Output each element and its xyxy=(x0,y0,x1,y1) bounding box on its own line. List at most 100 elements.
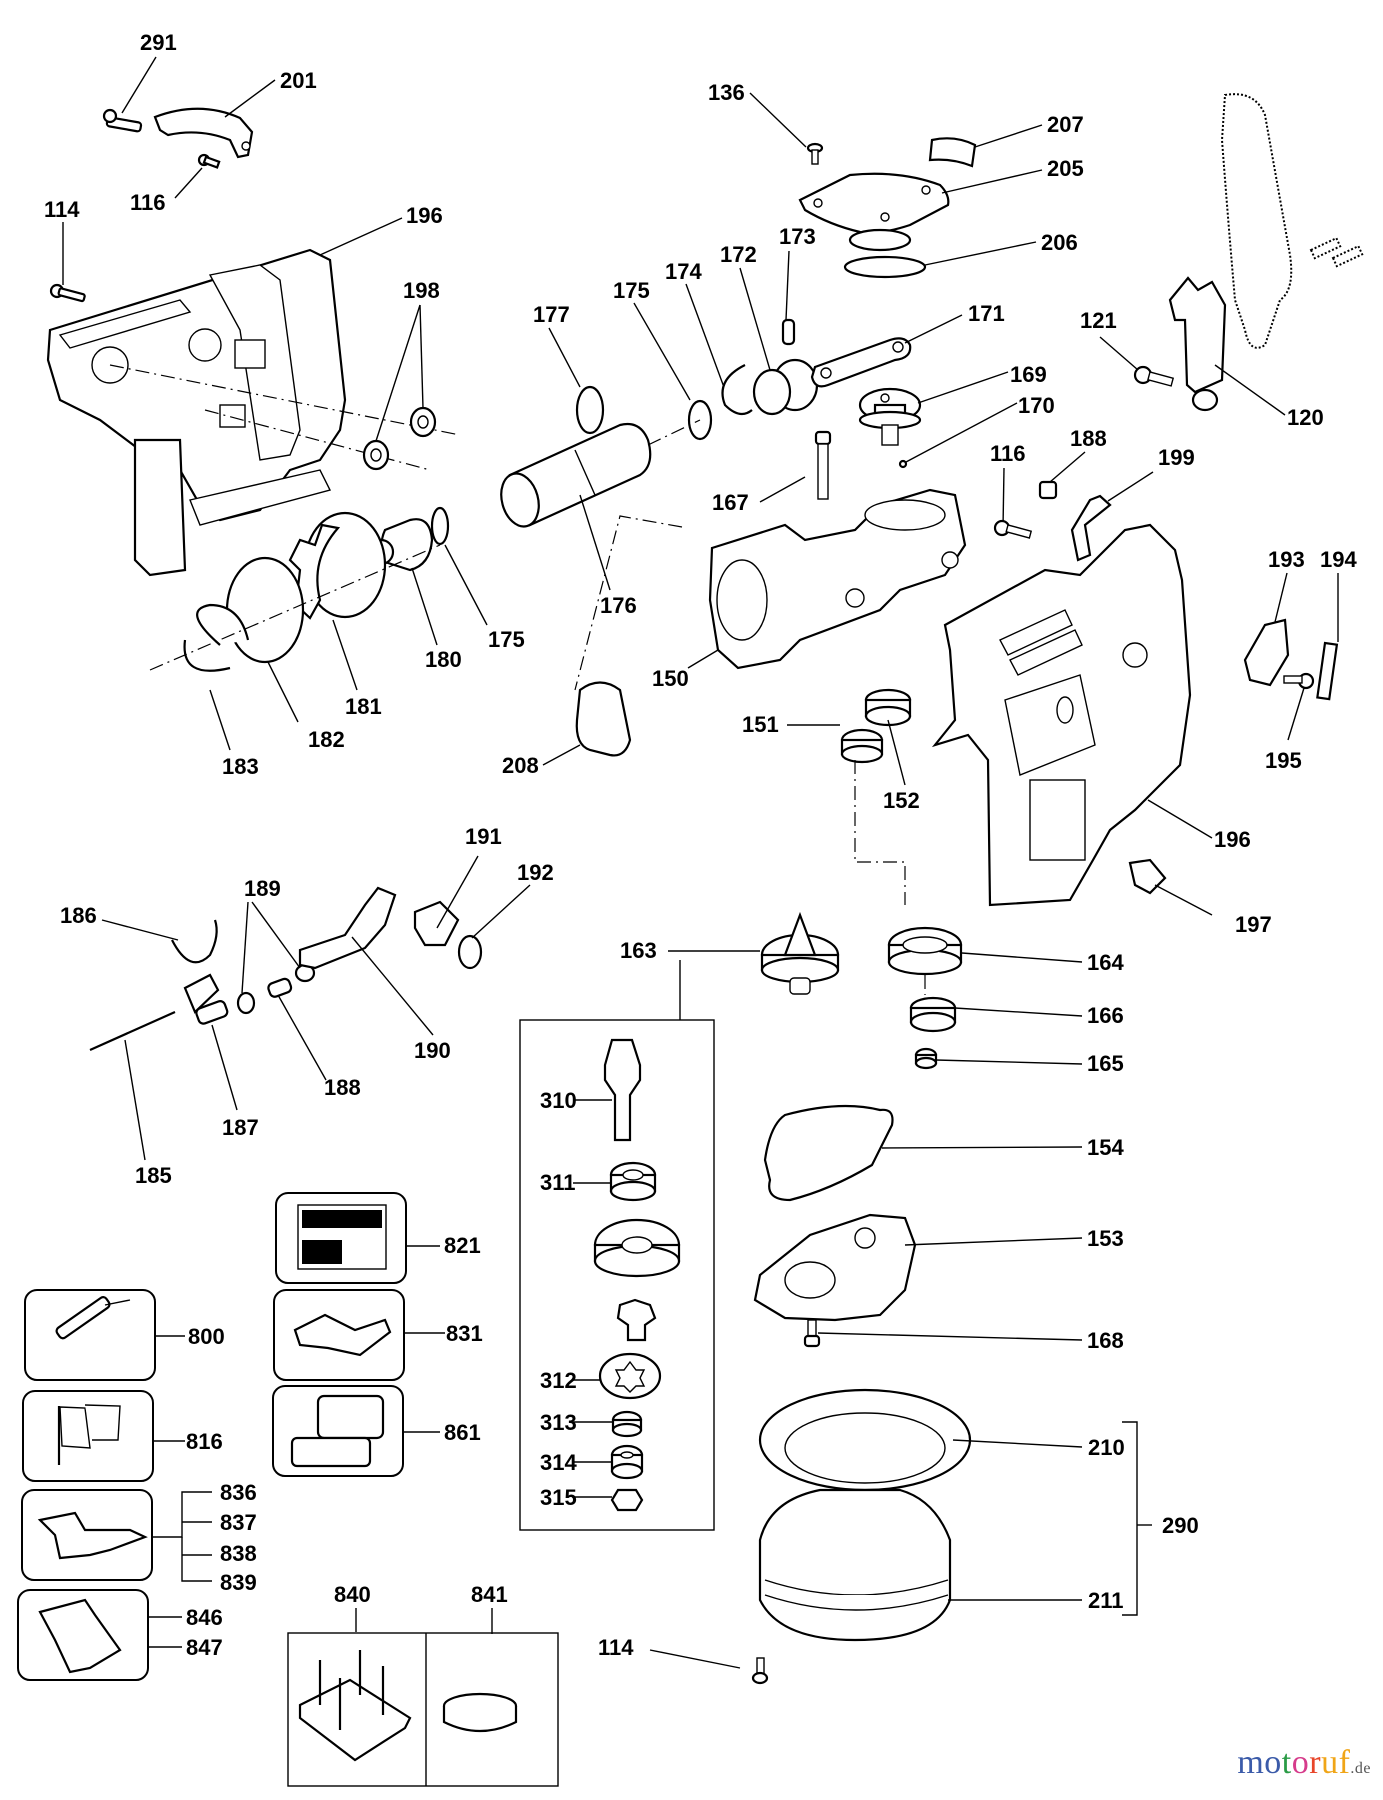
label-116-mid: 116 xyxy=(990,441,1026,466)
label-154: 154 xyxy=(1087,1135,1124,1160)
part-sub-clutch xyxy=(616,1298,657,1342)
label-310: 310 xyxy=(540,1088,577,1113)
label-175-lower: 175 xyxy=(488,627,525,652)
label-210: 210 xyxy=(1088,1435,1125,1460)
label-839: 839 xyxy=(220,1570,257,1595)
label-841: 841 xyxy=(471,1582,508,1607)
part-210-brush-ring xyxy=(758,1388,972,1492)
part-166-cup xyxy=(909,996,957,1033)
part-196-housing-right xyxy=(931,523,1192,907)
part-175-ring-lower xyxy=(430,506,450,546)
label-114-bottom: 114 xyxy=(598,1635,634,1660)
bracket-290 xyxy=(1122,1421,1138,1616)
part-182-ring xyxy=(225,556,305,664)
label-194: 194 xyxy=(1320,547,1357,572)
accessory-841-disc xyxy=(442,1692,518,1732)
label-174: 174 xyxy=(665,259,702,284)
watermark-suffix: .de xyxy=(1350,1760,1371,1777)
part-171-connecting-rod xyxy=(810,337,912,388)
label-201: 201 xyxy=(280,68,317,93)
part-193-switch xyxy=(1243,618,1290,687)
part-136-screw xyxy=(806,142,824,165)
sub-assembly-163-frame xyxy=(519,1019,715,1531)
label-313: 313 xyxy=(540,1410,577,1435)
watermark-letter-o: o xyxy=(1264,1744,1282,1781)
accessory-840-841-frame xyxy=(287,1632,559,1787)
part-185-rod xyxy=(89,1010,176,1052)
label-198: 198 xyxy=(403,278,440,303)
part-167-bolt xyxy=(814,430,832,500)
part-183-circlip xyxy=(183,603,250,672)
label-211: 211 xyxy=(1088,1588,1124,1613)
label-315: 315 xyxy=(540,1485,577,1510)
label-181: 181 xyxy=(345,694,382,719)
part-side-handle-dotted xyxy=(1220,93,1364,349)
label-186: 186 xyxy=(60,903,97,928)
label-173: 173 xyxy=(779,224,816,249)
label-163: 163 xyxy=(620,938,657,963)
label-836: 836 xyxy=(220,1480,257,1505)
label-831: 831 xyxy=(446,1321,483,1346)
label-821: 821 xyxy=(444,1233,481,1258)
label-120: 120 xyxy=(1287,405,1324,430)
part-190-lever xyxy=(298,886,397,970)
label-861: 861 xyxy=(444,1420,481,1445)
part-169-gear xyxy=(858,387,922,446)
label-169: 169 xyxy=(1010,362,1047,387)
label-311: 311 xyxy=(540,1170,576,1195)
part-116-screw xyxy=(197,153,221,169)
part-199-lever xyxy=(1070,494,1112,562)
part-201-clip xyxy=(153,107,254,159)
label-208: 208 xyxy=(502,753,539,778)
part-195-screw xyxy=(1283,672,1315,690)
part-196-housing-left xyxy=(46,248,347,577)
part-120-bracket xyxy=(1168,276,1227,412)
label-177: 177 xyxy=(533,302,570,327)
part-197-clamp xyxy=(1128,858,1167,895)
label-291: 291 xyxy=(140,30,177,55)
part-153-gear-cover xyxy=(753,1213,917,1322)
part-181-tool-holder xyxy=(288,511,387,620)
label-840: 840 xyxy=(334,1582,371,1607)
label-182: 182 xyxy=(308,727,345,752)
label-846: 846 xyxy=(186,1605,223,1630)
part-311-bearing xyxy=(609,1161,657,1202)
part-165-bushing xyxy=(914,1047,938,1070)
label-136: 136 xyxy=(708,80,745,105)
label-290: 290 xyxy=(1162,1513,1199,1538)
label-838: 838 xyxy=(220,1541,257,1566)
label-176: 176 xyxy=(600,593,637,618)
motoruf-watermark: motoruf.de xyxy=(1237,1744,1371,1782)
label-170: 170 xyxy=(1018,393,1055,418)
part-188-spring-top xyxy=(1038,480,1058,500)
part-173-pin xyxy=(781,318,796,346)
label-189: 189 xyxy=(244,876,281,901)
part-187-spring xyxy=(195,1000,229,1025)
part-291-screw xyxy=(102,108,143,133)
accessory-821-label-plate xyxy=(275,1192,407,1284)
label-114-top: 114 xyxy=(44,197,80,222)
watermark-letter-r: r xyxy=(1309,1744,1322,1781)
label-196-left: 196 xyxy=(406,203,443,228)
part-189-pins xyxy=(236,963,316,1015)
label-197: 197 xyxy=(1235,912,1272,937)
label-816: 816 xyxy=(186,1429,223,1454)
part-164-gear xyxy=(887,926,963,976)
label-195: 195 xyxy=(1265,748,1302,773)
label-153: 153 xyxy=(1087,1226,1124,1251)
part-154-gasket xyxy=(763,1104,894,1202)
label-164: 164 xyxy=(1087,950,1124,975)
label-171: 171 xyxy=(968,301,1005,326)
part-176-cylinder xyxy=(500,422,652,528)
label-150: 150 xyxy=(652,666,689,691)
label-168: 168 xyxy=(1087,1328,1124,1353)
accessory-840-stand xyxy=(298,1650,412,1762)
part-152-bearing xyxy=(864,688,912,727)
label-188-top: 188 xyxy=(1070,426,1107,451)
part-168-screw xyxy=(803,1319,821,1348)
label-166: 166 xyxy=(1087,1003,1124,1028)
watermark-letter-o2: o xyxy=(1291,1744,1310,1781)
label-206: 206 xyxy=(1041,230,1078,255)
label-192: 192 xyxy=(517,860,554,885)
